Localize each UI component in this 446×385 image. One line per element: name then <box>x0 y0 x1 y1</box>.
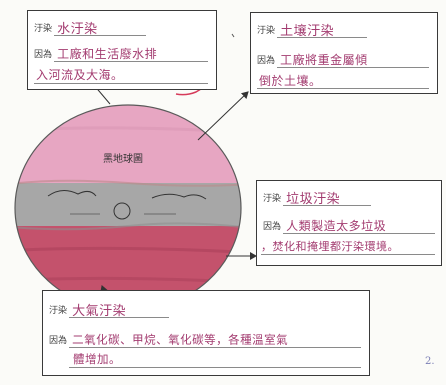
soil-type-row: 汙染 土壤汙染 <box>257 19 431 39</box>
cause-label: 因為 <box>34 50 53 60</box>
globe-sketch-circle <box>113 202 131 220</box>
water-cause-row: 因為 工廠和生活廢水排 <box>34 43 210 62</box>
pollution-label: 汙染 <box>34 24 53 34</box>
cause-label: 因為 <box>49 336 68 346</box>
globe-sketch-line <box>151 193 207 200</box>
underline <box>283 233 435 234</box>
water-cause-line1: 工廠和生活廢水排 <box>57 47 158 61</box>
air-cause-line2: 體增加。 <box>73 352 121 366</box>
underline <box>283 205 371 206</box>
air-cause-row: 因為 二氧化碳、甲烷、氧化碳等，各種溫室氣 <box>49 329 363 348</box>
underline <box>69 347 361 348</box>
garbage-type-value: 垃圾汙染 <box>286 192 341 207</box>
underline <box>54 61 208 62</box>
garbage-cause-row: 因為 人類製造太多垃圾 <box>263 215 435 234</box>
water-type-row: 汙染 水汙染 <box>34 17 210 37</box>
soil-cause-line1: 工廠將重金屬傾 <box>280 53 368 67</box>
underline <box>69 317 169 318</box>
cause-label: 因為 <box>257 56 276 66</box>
card-water-pollution: 汙染 水汙染 因為 工廠和生活廢水排 入河流及大海。 <box>27 10 217 90</box>
air-type-value: 大氣汙染 <box>72 304 127 319</box>
soil-cause-row: 因為 工廠將重金屬傾 <box>257 49 431 68</box>
underline <box>261 254 435 255</box>
underline <box>277 67 429 68</box>
stray-mark <box>231 33 235 38</box>
pollution-label: 汙染 <box>257 26 276 36</box>
underline <box>69 367 361 368</box>
cause-label: 因為 <box>263 222 282 232</box>
water-type-value: 水汙染 <box>57 22 98 37</box>
underline <box>277 37 367 38</box>
pollution-label: 汙染 <box>263 194 282 204</box>
arrow-to-soil <box>197 91 249 141</box>
globe-sketch-line <box>47 190 97 197</box>
card-air-pollution: 汙染 大氣汙染 因為 二氧化碳、甲烷、氧化碳等，各種溫室氣 體增加。 <box>42 290 370 376</box>
garbage-cause-line1: 人類製造太多垃圾 <box>286 219 387 233</box>
pollution-label: 汙染 <box>49 306 68 316</box>
card-garbage-pollution: 汙染 垃圾汙染 因為 人類製造太多垃圾 ，焚化和掩埋都汙染環境。 <box>256 180 442 266</box>
garbage-type-row: 汙染 垃圾汙染 <box>263 187 435 207</box>
soil-type-value: 土壤汙染 <box>280 24 335 39</box>
globe-title: 黑地球圖 <box>103 154 143 165</box>
card-soil-pollution: 汙染 土壤汙染 因為 工廠將重金屬傾 倒於土壤。 <box>250 12 438 94</box>
globe-pink-band <box>15 105 241 185</box>
soil-cause-line2: 倒於土壤。 <box>259 74 322 88</box>
air-cause-line1: 二氧化碳、甲烷、氧化碳等，各種溫室氣 <box>72 332 289 347</box>
margin-note: 2. <box>425 356 435 367</box>
underline <box>54 35 146 36</box>
air-type-row: 汙染 大氣汙染 <box>49 299 363 319</box>
garbage-cause-line2: ，焚化和掩埋都汙染環境。 <box>261 240 399 253</box>
underline <box>34 83 208 84</box>
globe-gray-band <box>15 183 241 228</box>
underline <box>257 88 429 89</box>
water-cause-line2: 入河流及大海。 <box>36 68 124 82</box>
black-earth-globe <box>14 104 242 312</box>
